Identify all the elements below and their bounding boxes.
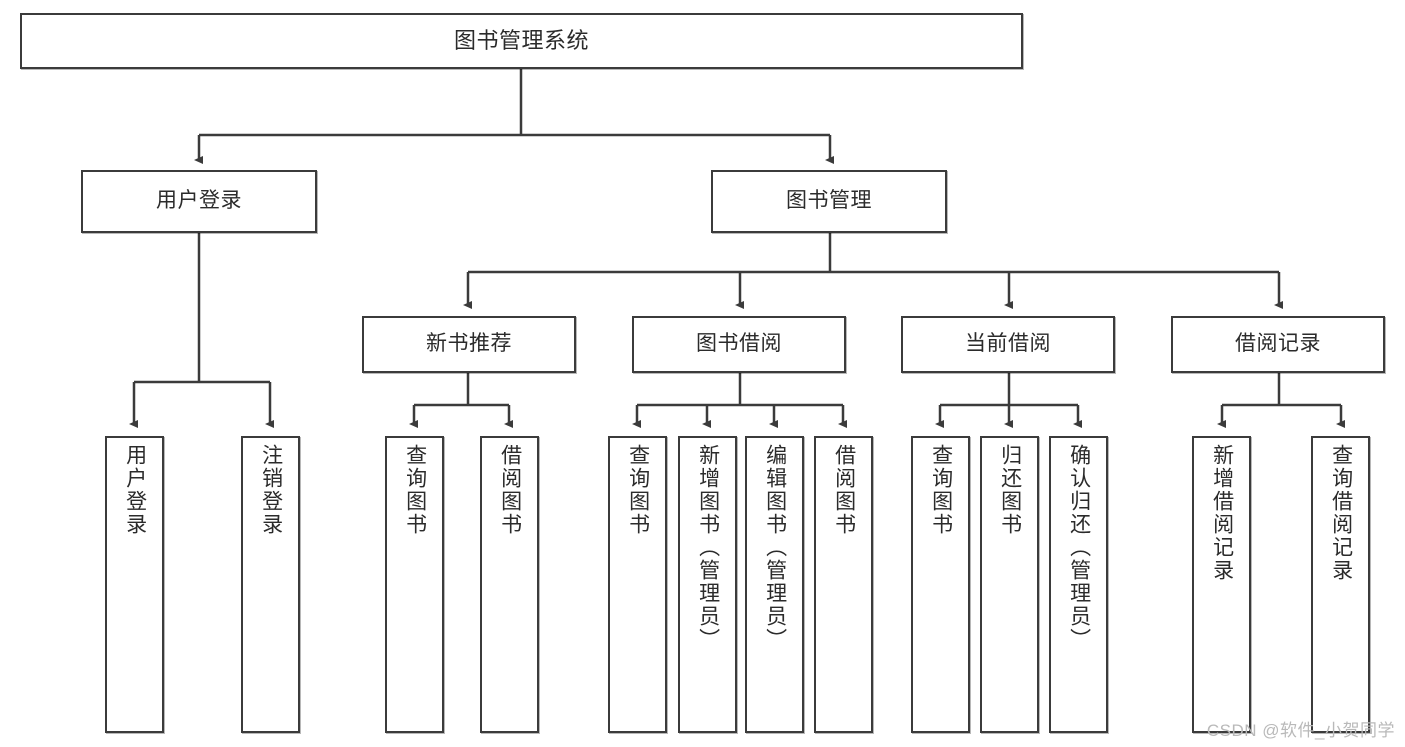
node-user-login[interactable]: 用户登录 (81, 170, 317, 233)
node-borrow-record[interactable]: 借阅记录 (1171, 316, 1385, 373)
node-label: 新增借阅记录 (1210, 444, 1234, 582)
node-label: 注销登录 (259, 444, 283, 536)
node-label: 新书推荐 (426, 332, 512, 356)
node-label: 查询图书 (929, 444, 953, 536)
node-label: 借阅图书 (832, 444, 856, 536)
node-label: 新增图书（管理员） (696, 444, 720, 651)
leaf-user-login-signin[interactable]: 用户登录 (105, 436, 164, 733)
node-label: 借阅记录 (1235, 332, 1321, 356)
leaf-user-login-logout[interactable]: 注销登录 (241, 436, 300, 733)
leaf-record-query-record[interactable]: 查询借阅记录 (1311, 436, 1370, 733)
node-current-borrow[interactable]: 当前借阅 (901, 316, 1115, 373)
watermark-text: CSDN @软件_小贺同学 (1206, 721, 1395, 740)
node-new-book-recommend[interactable]: 新书推荐 (362, 316, 576, 373)
leaf-borrow-query-book[interactable]: 查询图书 (608, 436, 667, 733)
node-book-borrow[interactable]: 图书借阅 (632, 316, 846, 373)
node-label: 当前借阅 (965, 332, 1051, 356)
node-root-system[interactable]: 图书管理系统 (20, 13, 1023, 69)
leaf-record-add-record[interactable]: 新增借阅记录 (1192, 436, 1251, 733)
leaf-current-confirm-return[interactable]: 确认归还（管理员） (1049, 436, 1108, 733)
node-label: 查询图书 (626, 444, 650, 536)
node-label: 图书管理 (786, 189, 872, 213)
node-label: 用户登录 (156, 189, 242, 213)
leaf-current-query-book[interactable]: 查询图书 (911, 436, 970, 733)
leaf-recommend-query-book[interactable]: 查询图书 (385, 436, 444, 733)
leaf-borrow-edit-book[interactable]: 编辑图书（管理员） (745, 436, 804, 733)
node-label: 用户登录 (123, 444, 147, 536)
node-label: 确认归还（管理员） (1067, 444, 1091, 651)
node-label: 查询图书 (403, 444, 427, 536)
node-book-management[interactable]: 图书管理 (711, 170, 947, 233)
node-label: 查询借阅记录 (1329, 444, 1353, 582)
node-label: 借阅图书 (498, 444, 522, 536)
node-label: 编辑图书（管理员） (763, 444, 787, 651)
node-label: 图书管理系统 (453, 28, 589, 54)
leaf-current-return-book[interactable]: 归还图书 (980, 436, 1039, 733)
node-label: 归还图书 (998, 444, 1022, 536)
leaf-recommend-borrow-book[interactable]: 借阅图书 (480, 436, 539, 733)
leaf-borrow-add-book[interactable]: 新增图书（管理员） (678, 436, 737, 733)
leaf-borrow-borrow-book[interactable]: 借阅图书 (814, 436, 873, 733)
node-label: 图书借阅 (696, 332, 782, 356)
